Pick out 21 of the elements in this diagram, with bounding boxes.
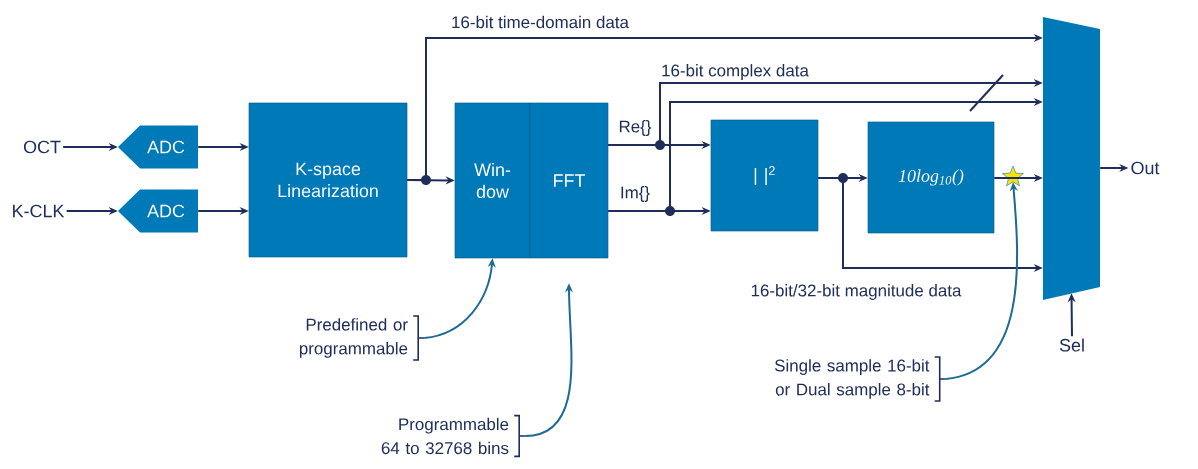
input-label: OCT <box>23 140 61 154</box>
input-label: Sel <box>1059 338 1084 352</box>
input-label: K-CLK <box>13 204 65 218</box>
edge-label: 16-bit complex data <box>660 63 810 81</box>
process-box: | |$^{2}$ <box>710 119 819 232</box>
edge-label: Re{} <box>617 119 653 137</box>
adc-block: ADC <box>118 189 198 233</box>
process-box: FFT <box>529 102 609 259</box>
output-label: Out <box>1131 161 1160 175</box>
annotation-text: Predefined or programmable <box>299 315 425 361</box>
edge-label: 16-bit/32-bit magnitude data <box>749 283 963 301</box>
process-box: 10log$_{10}$() <box>867 121 995 234</box>
edge-label: 16-bit time-domain data <box>450 14 630 30</box>
process-box: K-space Linearization <box>248 102 408 258</box>
annotation-text: Single sample 16-bit or Dual sample 8-bit <box>774 356 947 402</box>
annotation-text: Programmable 64 to 32768 bins <box>381 414 526 458</box>
edge-label: Im{} <box>618 185 652 203</box>
adc-block: ADC <box>118 125 198 169</box>
process-box: Win- dow <box>454 102 531 259</box>
star-marker <box>1002 165 1024 187</box>
multiplexer-block <box>1043 17 1100 300</box>
